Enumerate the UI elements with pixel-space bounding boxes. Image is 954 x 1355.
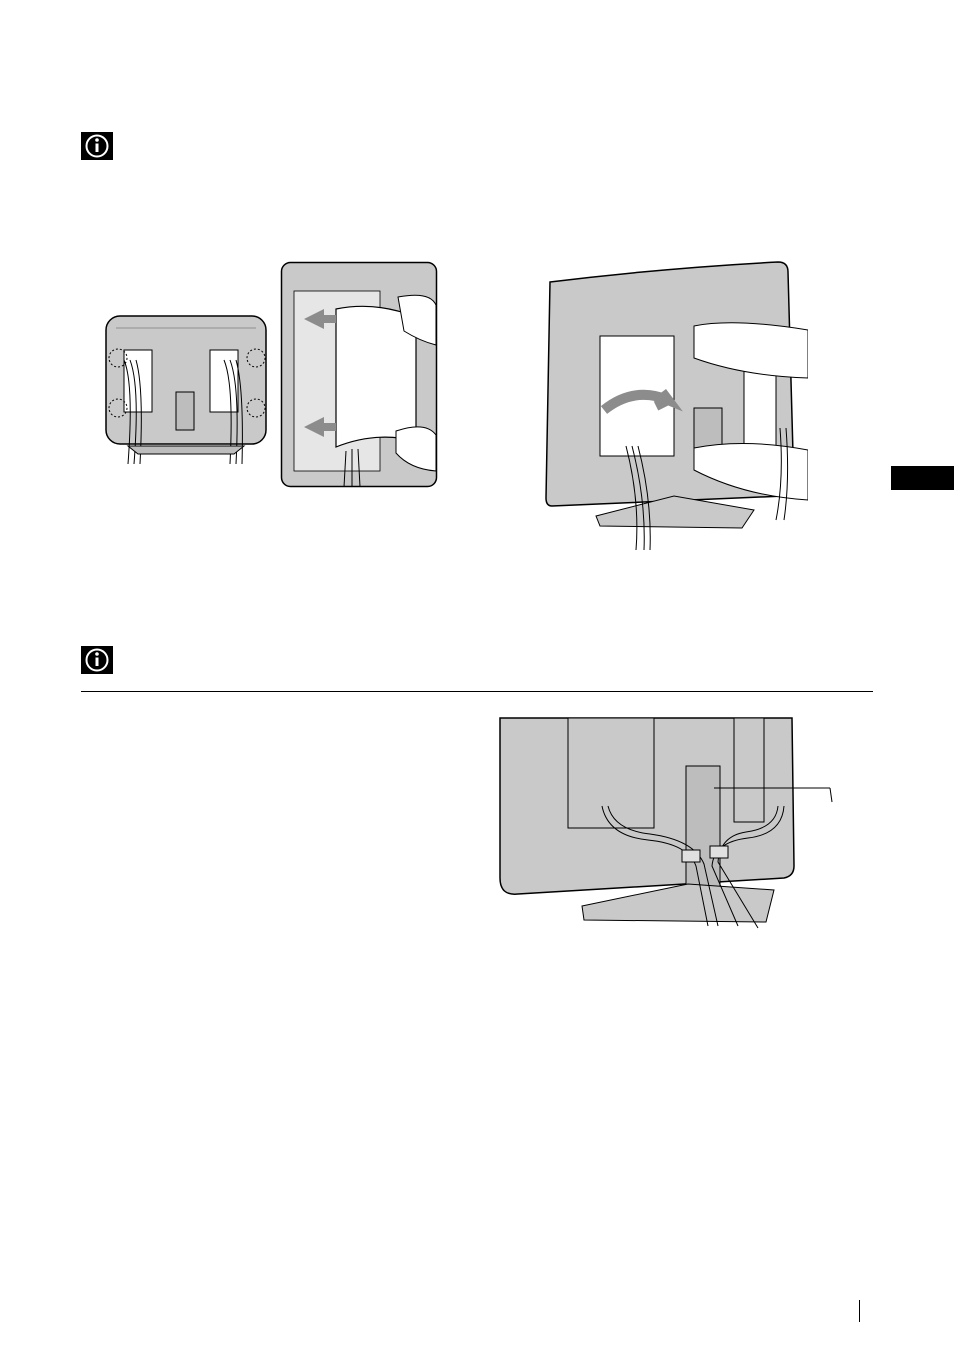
tv-rear-overview-illustration: [104, 314, 268, 466]
info-icon: [81, 132, 113, 160]
section-divider: [81, 691, 873, 692]
info-icon: [81, 646, 113, 674]
cover-attach-hands-illustration: [544, 260, 808, 556]
cable-holder-illustration: [498, 716, 838, 936]
section-tab: [891, 466, 954, 490]
cover-attach-closeup-illustration: [280, 261, 438, 489]
page-number-separator: [859, 1300, 860, 1322]
